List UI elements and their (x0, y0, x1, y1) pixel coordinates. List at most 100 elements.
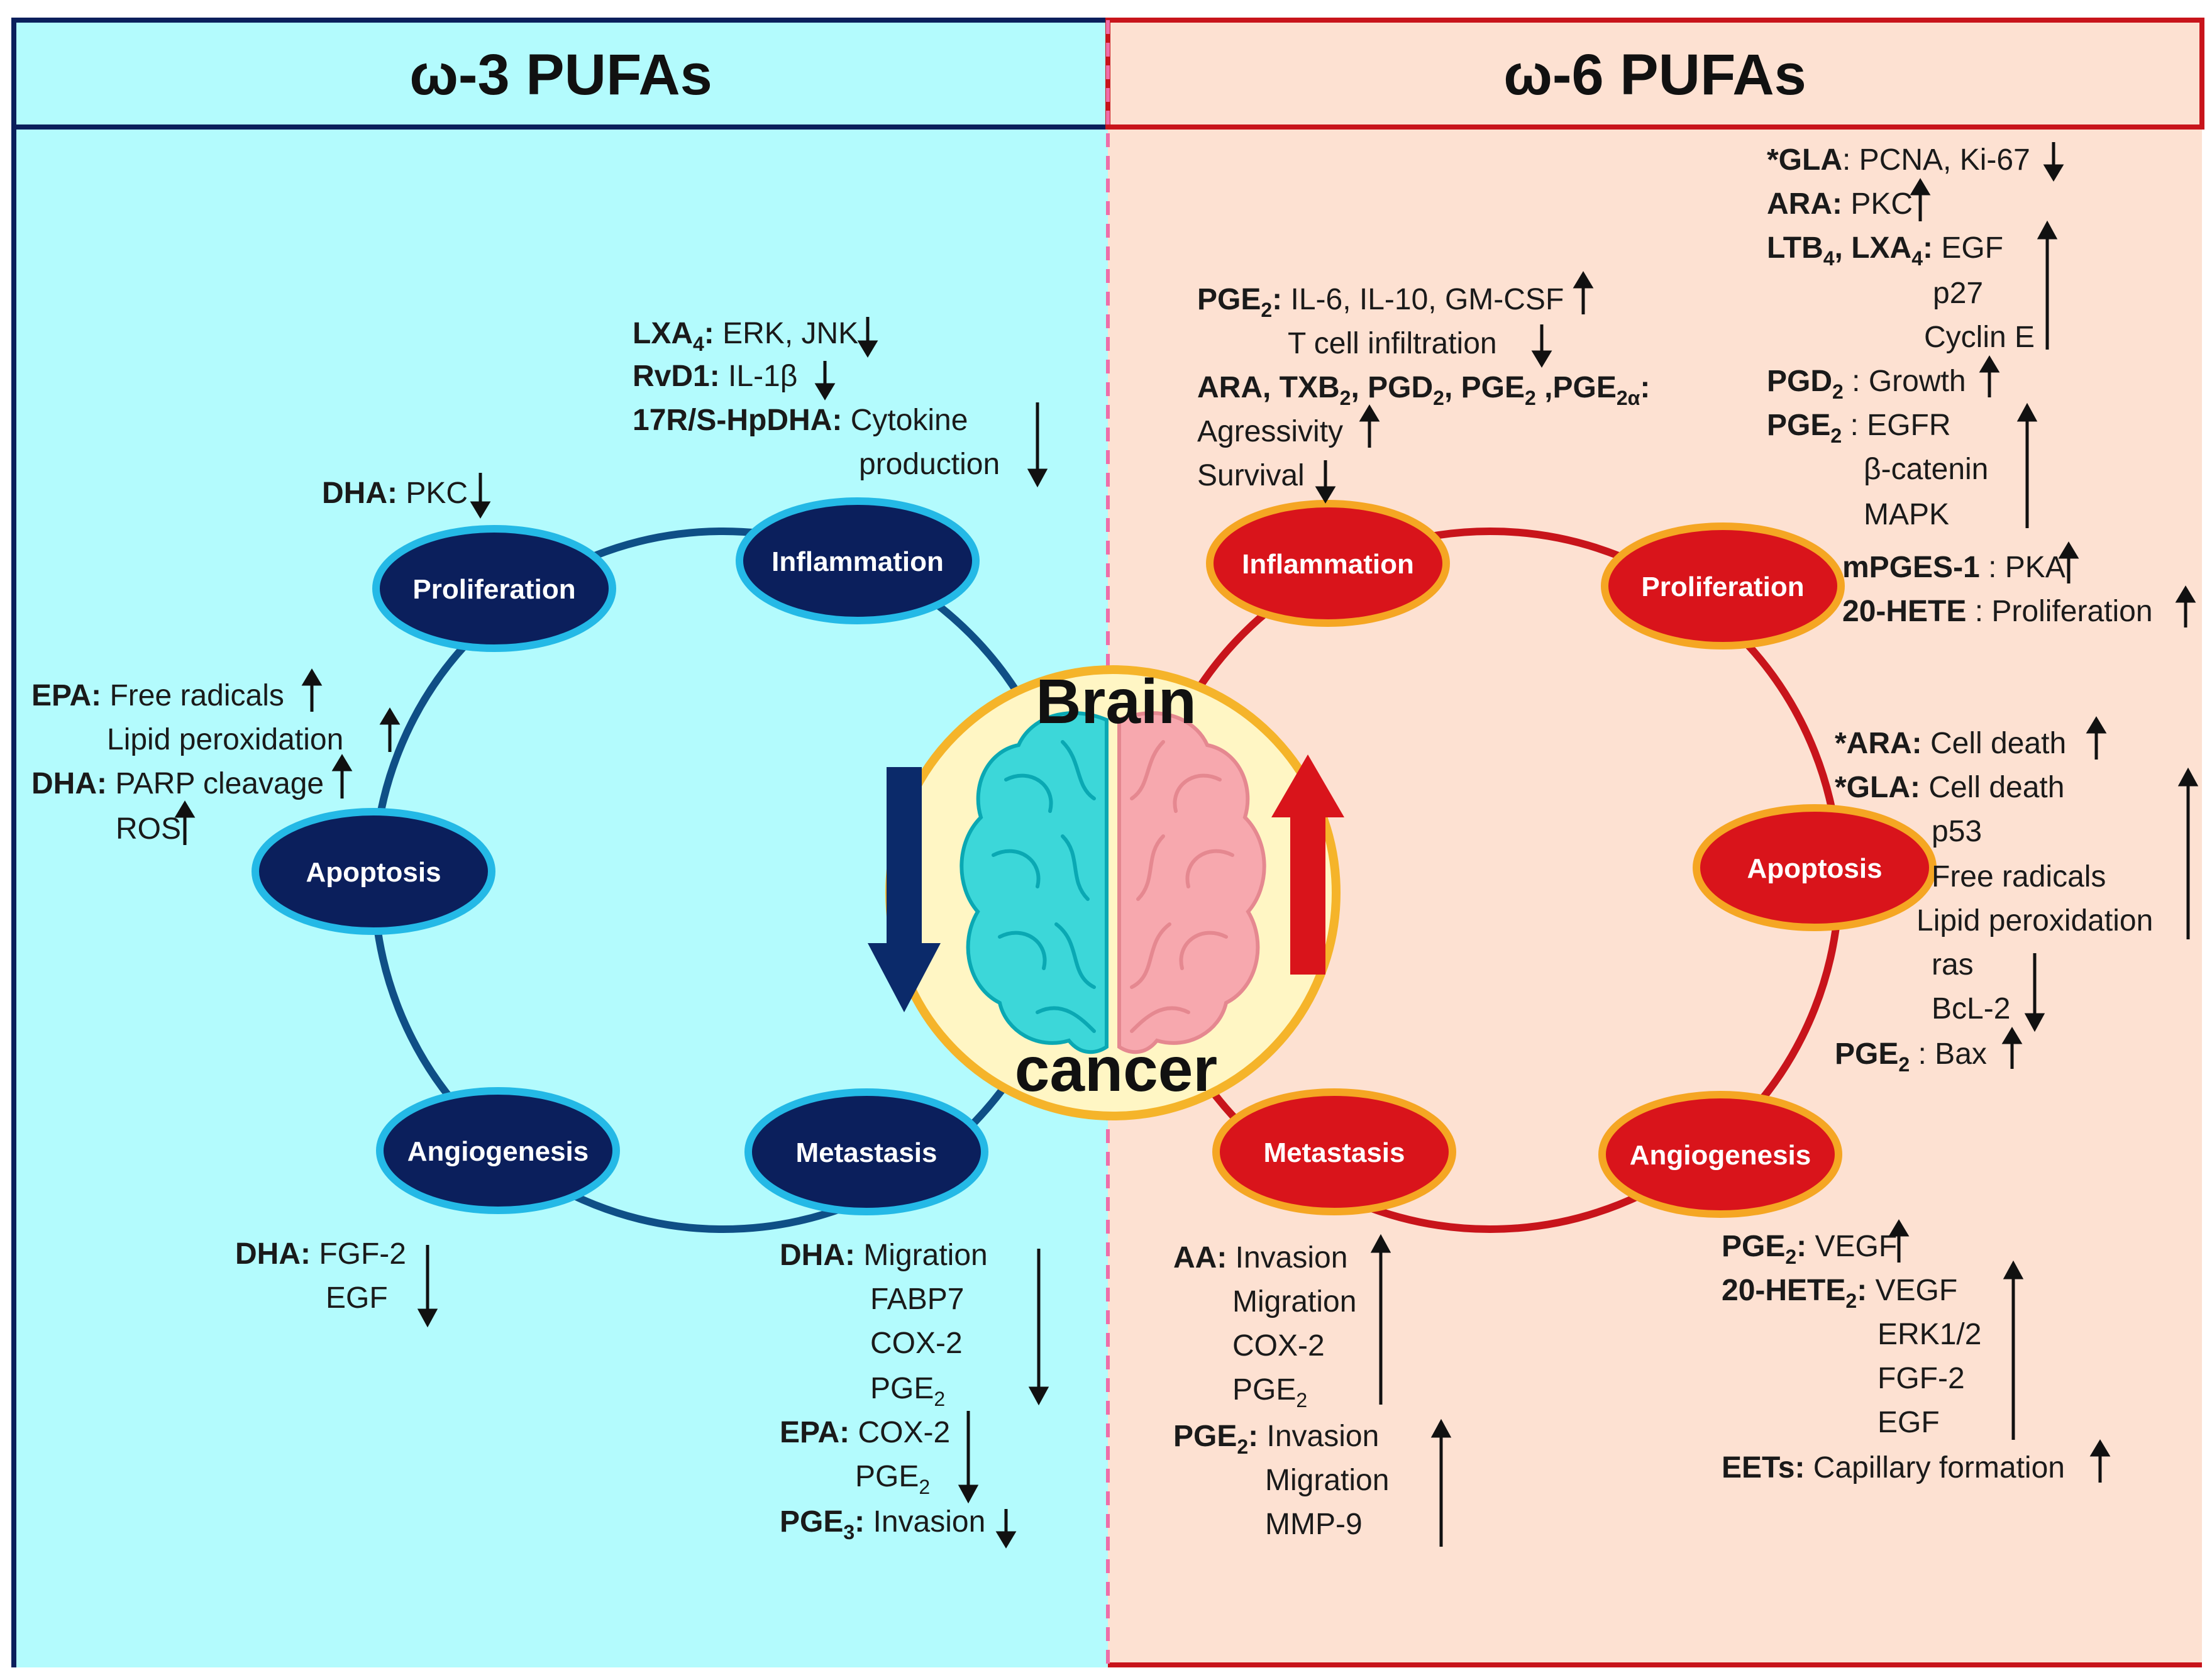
omega6-node-angiogenesis-label: Angiogenesis (1630, 1140, 1811, 1171)
ann-epa-lipid-peroxidation: Lipid peroxidation (107, 723, 343, 756)
ann-pge2-right: PGE2 (1232, 1373, 1307, 1412)
ann-survival: Survival (1197, 459, 1305, 492)
up-arrow-icon (301, 668, 323, 712)
ann-pge2-egfr: PGE2 : EGFR (1767, 409, 1951, 447)
ann-dha-parp: DHA: PARP cleavage (31, 767, 324, 800)
up-arrow-icon (1888, 1219, 1910, 1263)
ann-ros: ROS (116, 812, 181, 846)
omega3-node-metastasis-label: Metastasis (795, 1137, 937, 1168)
ann-cox2-left-a: COX-2 (870, 1327, 963, 1360)
omega6-node-inflammation-label: Inflammation (1242, 549, 1414, 580)
ann-cox2-right: COX-2 (1232, 1329, 1325, 1362)
down-arrow-icon (857, 317, 878, 358)
up-arrow-icon (1573, 271, 1594, 314)
ann-tcell: T cell infiltration (1288, 327, 1497, 360)
ann-pge2-left-a: PGE2 (870, 1372, 945, 1410)
up-arrow-icon (1359, 404, 1380, 448)
ann-dha-migration: DHA: Migration (780, 1239, 988, 1272)
omega6-arrows (1315, 142, 2199, 1547)
ann-pge2-il6: PGE2: IL-6, IL-10, GM-CSF (1197, 283, 1564, 321)
down-arrow-icon (814, 361, 836, 401)
up-arrow-icon (2058, 541, 2079, 583)
ann-20hete: 20-HETE : Proliferation (1842, 595, 2153, 628)
ann-17rs-hpdha: 17R/S-HpDHA: Cytokine (633, 404, 968, 437)
ann-bcl2: BcL-2 (1932, 992, 2010, 1025)
up-arrow-icon (1430, 1418, 1452, 1547)
up-arrow-icon (2016, 402, 2038, 528)
ann-migration-b: Migration (1265, 1464, 1389, 1497)
ann-lipid-peroxidation-right: Lipid peroxidation (1916, 904, 2153, 937)
omega3-node-apoptosis: Apoptosis (252, 808, 495, 935)
ann-pgd2-growth: PGD2 : Growth (1767, 365, 1966, 403)
down-arrow-icon (1028, 1249, 1049, 1406)
ann-egf-right: EGF (1877, 1406, 1940, 1439)
brain-word: Brain (1036, 666, 1197, 737)
omega3-node-inflammation: Inflammation (736, 497, 980, 624)
ann-eets: EETs: Capillary formation (1722, 1451, 2065, 1484)
brain-right-hemisphere (1117, 711, 1266, 1054)
brain-icon (959, 711, 1266, 1054)
down-arrow-icon (470, 473, 491, 519)
omega3-node-inflammation-label: Inflammation (771, 546, 944, 577)
ann-ltb4-lxa4: LTB4, LXA4: EGF (1767, 231, 2003, 270)
ann-aa-invasion: AA: Invasion (1173, 1241, 1347, 1274)
ann-gla-pcna: *GLA: PCNA, Ki-67 (1767, 143, 2030, 177)
omega6-node-apoptosis-label: Apoptosis (1747, 853, 1882, 884)
center-brain-graphic: Brain cancer (868, 665, 1344, 1120)
down-arrow-icon (868, 767, 941, 1012)
ann-ara-txb2: ARA, TXB2, PGD2, PGE2 ,PGE2α: (1197, 371, 1650, 409)
ann-cyclin-e: Cyclin E (1924, 321, 2035, 354)
up-arrow-icon (2086, 716, 2107, 760)
up-arrow-icon (2003, 1260, 2024, 1440)
brain-right-folds (1130, 740, 1234, 1033)
omega3-node-proliferation: Proliferation (372, 525, 616, 652)
up-arrow-icon (1370, 1234, 1391, 1405)
omega6-node-proliferation: Proliferation (1601, 522, 1845, 649)
ann-20hete2-vegf: 20-HETE2: VEGF (1722, 1274, 1957, 1312)
omega6-node-proliferation-label: Proliferation (1641, 572, 1804, 602)
ann-dha-pkc: DHA: PKC (322, 477, 468, 510)
omega6-node-inflammation: Inflammation (1206, 500, 1450, 627)
ann-rvd1: RvD1: IL-1β (633, 360, 797, 393)
ann-pge2-bax: PGE2 : Bax (1835, 1037, 1987, 1076)
omega3-arrows (174, 317, 1049, 1549)
omega6-nodes: Inflammation Proliferation Apoptosis Met… (1206, 500, 1937, 1218)
omega3-node-proliferation-label: Proliferation (412, 574, 575, 605)
brain-left-hemisphere (959, 711, 1109, 1054)
up-arrow-icon (331, 754, 353, 799)
down-arrow-icon (995, 1509, 1017, 1549)
up-arrow-icon (2001, 1027, 2023, 1069)
ann-migration-a: Migration (1232, 1285, 1356, 1318)
down-arrow-icon (1315, 460, 1336, 504)
ann-ara-cell-death: *ARA: Cell death (1835, 727, 2066, 760)
omega3-node-angiogenesis: Angiogenesis (376, 1087, 620, 1214)
ann-pge3-invasion: PGE3: Invasion (780, 1505, 985, 1544)
omega3-node-angiogenesis-label: Angiogenesis (407, 1136, 589, 1167)
ann-fgf2-right: FGF-2 (1877, 1362, 1965, 1395)
down-arrow-icon (958, 1411, 979, 1504)
ann-agressivity: Agressivity (1197, 415, 1343, 448)
down-arrow-icon (2024, 953, 2045, 1032)
omega3-header-box (11, 18, 1110, 130)
up-arrow-icon (2177, 767, 2199, 939)
ann-mpges1: mPGES-1 : PKA (1842, 551, 2065, 584)
omega6-title: ω-6 PUFAs (1503, 43, 1806, 107)
ann-egf-left: EGF (326, 1281, 388, 1315)
omega6-node-metastasis: Metastasis (1212, 1088, 1456, 1215)
up-arrow-icon (1910, 178, 1931, 221)
ann-pge2-invasion: PGE2: Invasion (1173, 1420, 1379, 1458)
ann-gla-cell-death: *GLA: Cell death (1835, 771, 2064, 804)
brain-left-folds (992, 740, 1096, 1033)
omega6-annotations: *GLA: PCNA, Ki-67 ARA: PKC LTB4, LXA4: E… (1173, 142, 2199, 1547)
up-arrow-icon (2037, 220, 2058, 350)
omega3-node-metastasis: Metastasis (744, 1088, 988, 1215)
down-arrow-icon (1531, 324, 1552, 368)
ann-ara-pkc: ARA: PKC (1767, 187, 1913, 221)
omega3-annotations: DHA: PKC LXA4: ERK, JNK RvD1: IL-1β 17R/… (31, 317, 1049, 1549)
up-arrow-icon (2089, 1439, 2111, 1483)
cancer-word: cancer (1015, 1034, 1217, 1105)
ann-fabp7: FABP7 (870, 1283, 964, 1316)
ann-beta-catenin: β-catenin (1864, 453, 1988, 486)
up-arrow-icon (379, 707, 401, 752)
